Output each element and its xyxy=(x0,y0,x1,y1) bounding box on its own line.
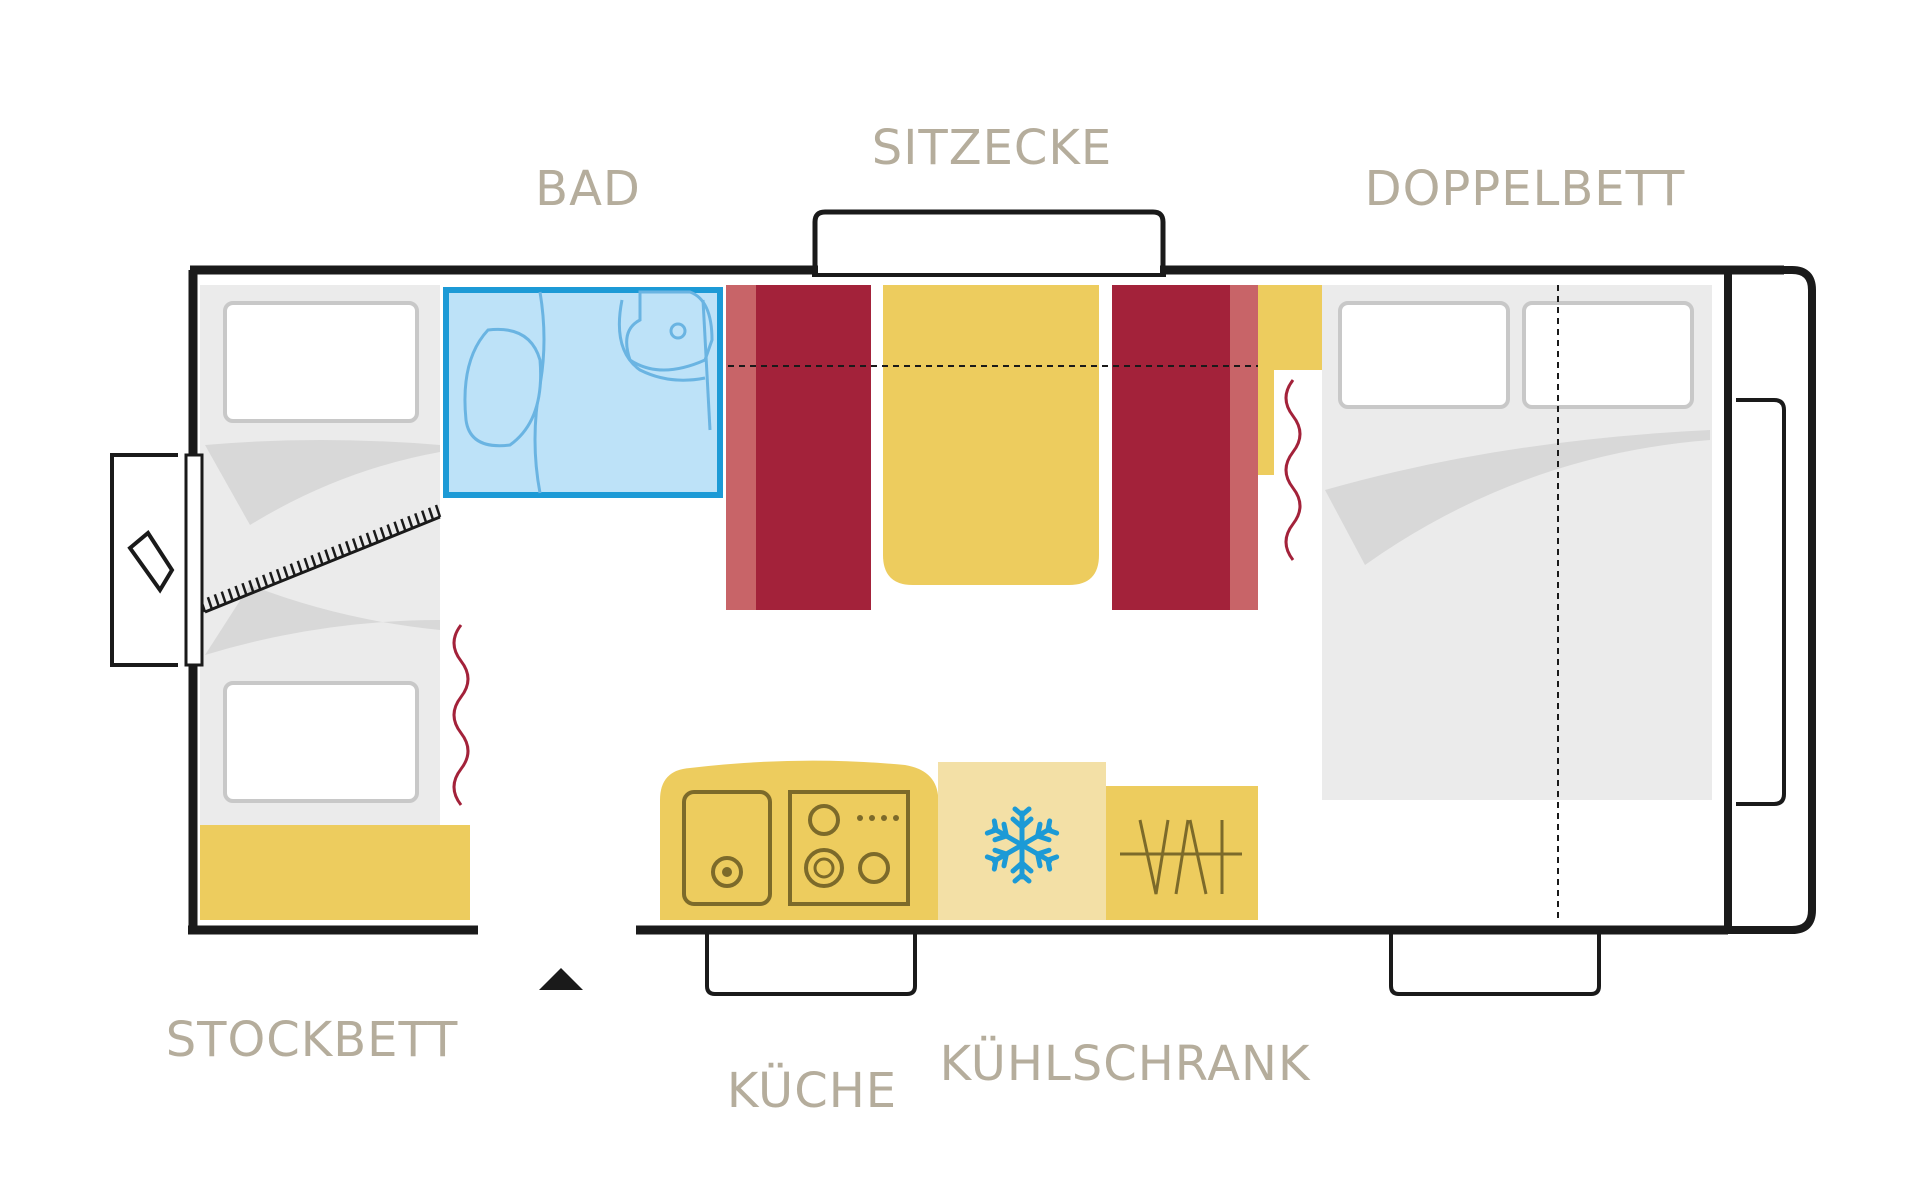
ladder-rung xyxy=(268,571,276,585)
ladder-rung xyxy=(351,538,359,551)
ladder-rung xyxy=(420,510,428,523)
ladder-rung xyxy=(386,524,393,537)
ladder-rung xyxy=(338,543,345,557)
ladder-rung xyxy=(213,594,221,607)
front-window xyxy=(1724,266,1816,934)
roof-window xyxy=(812,209,1166,268)
ladder-rung xyxy=(303,557,310,571)
walls xyxy=(188,265,1784,935)
ladder-rung xyxy=(324,549,331,563)
kitchen xyxy=(660,760,1258,920)
bunk-cabinet xyxy=(200,825,470,920)
label-stockbett: STOCKBETT xyxy=(165,1012,459,1068)
label-kueche: KÜCHE xyxy=(726,1063,898,1119)
washbasin xyxy=(463,327,543,448)
double-bed-pillow-left xyxy=(1338,301,1510,409)
ladder-rung xyxy=(358,535,366,549)
ladder-rung xyxy=(344,540,352,554)
ladder-rung xyxy=(248,580,255,593)
ladder-rung xyxy=(262,574,269,588)
snowflake-icon xyxy=(986,806,1057,881)
ladder-rung xyxy=(407,515,414,529)
bunk-top-pillow xyxy=(223,301,419,423)
ladder-rung xyxy=(372,529,379,543)
ladder-rung xyxy=(227,588,234,602)
ladder-rung xyxy=(427,507,435,521)
bed-window xyxy=(1389,934,1601,996)
bench-right-back xyxy=(1230,285,1258,610)
ladder-rung xyxy=(434,504,442,518)
ladder-rung xyxy=(206,596,214,610)
ladder-rung xyxy=(393,521,400,535)
side-cabinet xyxy=(1258,285,1274,475)
shelf-icon xyxy=(1120,819,1242,895)
ladder-rung xyxy=(400,518,407,532)
toilet xyxy=(625,290,714,372)
stove-icon xyxy=(788,790,910,906)
ladder-rung xyxy=(310,554,317,568)
ladder-rung xyxy=(241,582,248,596)
seating-corner xyxy=(726,285,1322,610)
ladder-rung xyxy=(331,546,338,560)
bench-left-back xyxy=(726,285,756,610)
ladder-rung xyxy=(275,568,283,582)
bunk-bottom-pillow xyxy=(223,681,419,803)
bathroom xyxy=(443,287,723,498)
heater-icon xyxy=(1284,379,1302,561)
ladder-rung xyxy=(317,552,324,565)
ladder-rung xyxy=(379,526,386,540)
label-kuehlschrank: KÜHLSCHRANK xyxy=(939,1036,1311,1092)
ladder-rung xyxy=(289,563,297,577)
front-side-window xyxy=(1736,398,1786,806)
ladder-rung xyxy=(282,566,290,579)
ladder-rung xyxy=(296,560,303,574)
ladder-rung xyxy=(234,585,241,599)
sink-icon xyxy=(682,790,772,906)
table xyxy=(883,285,1099,585)
rear-window xyxy=(110,453,204,667)
label-doppelbett: DOPPELBETT xyxy=(1364,161,1686,217)
double-bed-pillow-right xyxy=(1522,301,1694,409)
bench-left xyxy=(756,285,871,610)
ladder-rung xyxy=(220,591,227,605)
ladder-rung xyxy=(365,532,373,546)
ladder-icon xyxy=(199,504,442,614)
kitchen-window xyxy=(705,934,917,996)
heater-icon xyxy=(452,624,470,806)
label-sitzecke: SITZECKE xyxy=(871,120,1113,176)
bench-right xyxy=(1112,285,1230,610)
ladder-rung xyxy=(414,512,421,526)
label-bad: BAD xyxy=(535,161,641,217)
ladder-rung xyxy=(255,577,262,591)
entrance-arrow-icon xyxy=(539,968,583,990)
